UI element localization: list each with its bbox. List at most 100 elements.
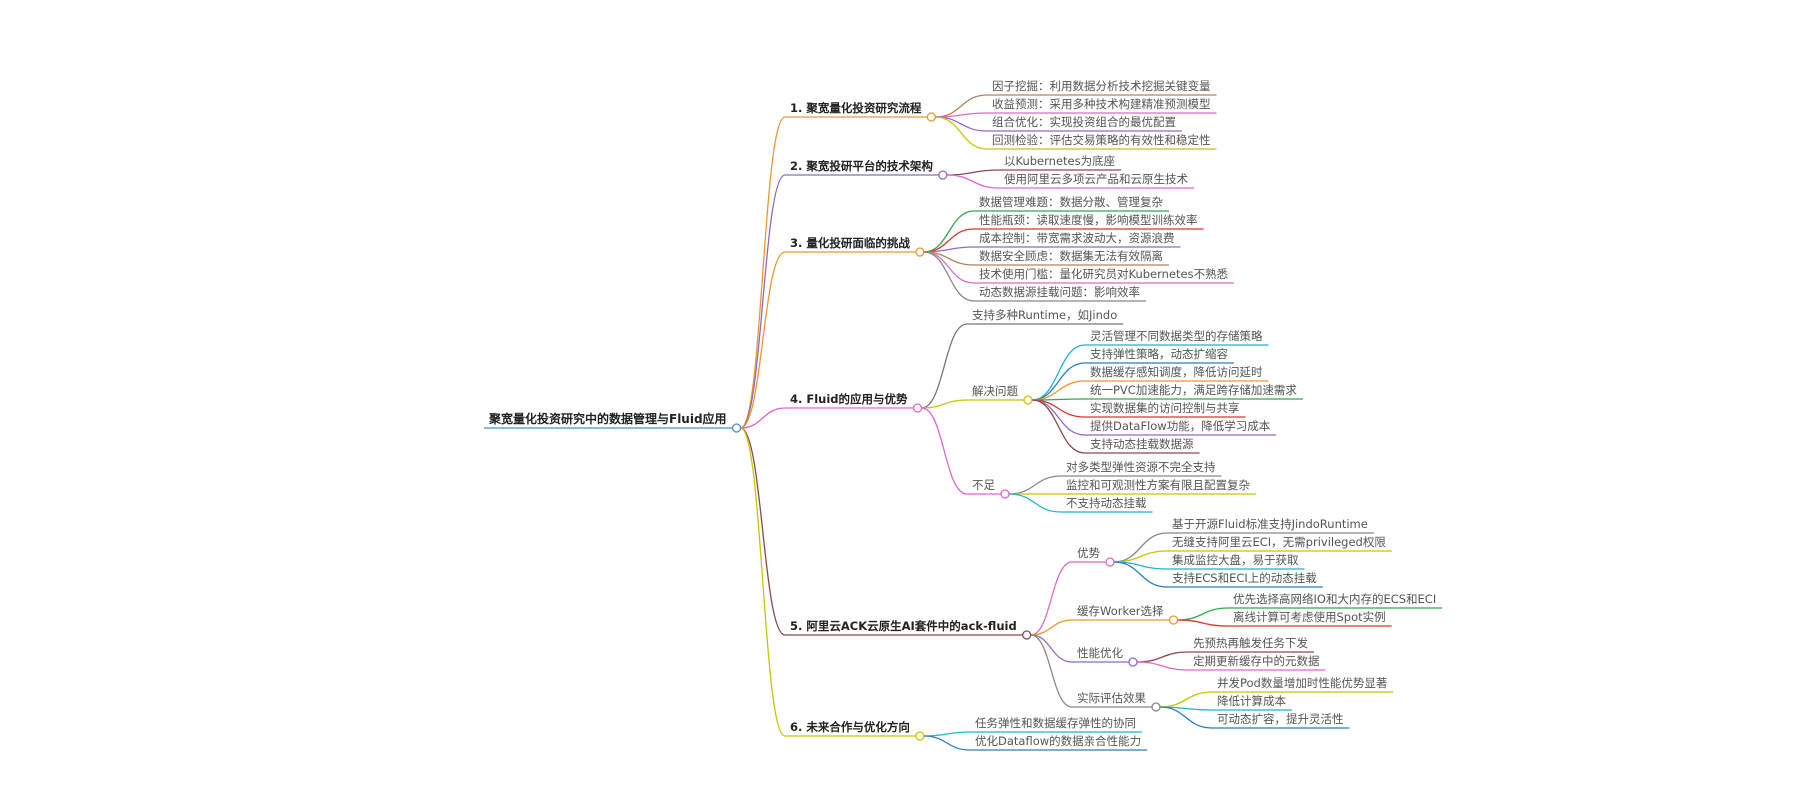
expand-toggle-b3[interactable] [915,247,925,257]
node-label-b5c1b: 无缝支持阿里云ECI，无需privileged权限 [1172,535,1386,549]
node-label-b3c4: 数据安全顾虑：数据集无法有效隔离 [979,249,1163,263]
node-label-b2c1: 以Kubernetes为底座 [1004,154,1115,168]
edge-b4c2g [1031,399,1086,454]
edge-b4c2 [921,399,968,409]
edge-b6c2 [923,735,971,751]
edge-b1 [740,116,786,429]
edge-b5c1 [1030,561,1073,636]
mindmap-edges [484,94,1443,751]
edge-b4 [740,407,786,429]
edge-b5c2 [1030,619,1073,636]
edge-b2c1 [946,169,1000,176]
edge-b4c3c [1008,493,1062,513]
node-label-b4c2g: 支持动态挂载数据源 [1090,437,1194,451]
expand-toggle-b4c3[interactable] [1000,489,1010,499]
node-label-b5c1a: 基于开源Fluid标准支持JindoRuntime [1172,517,1368,531]
node-label-b4: 4. Fluid的应用与优势 [790,392,908,406]
edge-b1c4 [935,116,988,150]
node-label-b4c3b: 监控和可观测性方案有限且配置复杂 [1066,478,1250,492]
node-label-b1c4: 回测检验：评估交易策略的有效性和稳定性 [992,133,1211,147]
edge-b4c2f [1031,399,1086,436]
node-label-b6c1: 任务弹性和数据缓存弹性的协同 [975,716,1136,730]
node-label-b5c4: 实际评估效果 [1077,691,1146,705]
edge-b1c3 [935,116,988,132]
node-label-b5c1: 优势 [1077,546,1100,560]
node-label-b4c2a: 灵活管理不同数据类型的存储策略 [1090,329,1263,343]
node-label-b5c4b: 降低计算成本 [1217,694,1286,708]
edge-b5c3a [1136,651,1189,663]
edge-b3 [740,251,786,429]
node-label-b6: 6. 未来合作与优化方向 [790,720,910,734]
node-label-b4c1: 支持多种Runtime，如Jindo [972,308,1117,322]
node-label-b4c2c: 数据缓存感知调度，降低访问延时 [1090,365,1263,379]
expand-toggle-b5c1[interactable] [1105,557,1115,567]
node-label-b4c2: 解决问题 [972,384,1018,398]
node-label-b5c3a: 先预热再触发任务下发 [1193,636,1308,650]
node-label-b5c2b: 离线计算可考虑使用Spot实例 [1233,610,1386,624]
node-label-b3c2: 性能瓶颈：读取速度慢，影响模型训练效率 [979,213,1198,227]
node-label-b3c5: 技术使用门槛：量化研究员对Kubernetes不熟悉 [979,267,1229,281]
node-label-b6c2: 优化Dataflow的数据亲合性能力 [975,734,1141,748]
edge-b1c2 [935,112,988,118]
edge-b4c3a [1008,475,1062,495]
edge-b3c5 [923,251,975,284]
edge-b4c1 [921,323,968,409]
node-label-b5c4a: 并发Pod数量增加时性能优势显著 [1217,676,1387,690]
edge-b5c4a [1159,691,1213,708]
expand-toggle-b1[interactable] [926,112,937,122]
edge-b5c4c [1159,706,1213,729]
node-label-b5: 5. 阿里云ACK云原生AI套件中的ack-fluid [790,619,1017,633]
node-label-b2c2: 使用阿里云多项云产品和云原生技术 [1004,172,1188,186]
node-label-b2: 2. 聚宽投研平台的技术架构 [790,159,933,173]
edge-b6 [740,427,786,737]
node-label-b4c3: 不足 [972,478,995,492]
edge-b5c2a [1177,607,1229,621]
expand-toggle-b4c2[interactable] [1023,395,1033,405]
edge-b5 [740,427,786,636]
edge-b2c2 [946,174,1000,189]
edge-b6c1 [923,731,971,737]
node-label-b1c2: 收益预测：采用多种技术构建精准预测模型 [992,97,1211,111]
expand-toggle-b5c2[interactable] [1168,615,1179,625]
edge-b4c3 [921,407,968,495]
edge-b5c2b [1177,619,1229,627]
edge-b3c3 [923,246,975,253]
node-label-b5c1d: 支持ECS和ECI上的动态挂载 [1172,571,1317,585]
edge-b5c4 [1030,634,1073,708]
expand-toggle-b2[interactable] [938,170,948,180]
edge-b5c3 [1030,634,1073,663]
expand-toggle-b5[interactable] [1022,630,1032,640]
node-label-b5c1c: 集成监控大盘，易于获取 [1172,553,1299,567]
expand-toggle-root[interactable] [731,423,742,433]
edge-b3c6 [923,251,975,302]
node-label-b4c3c: 不支持动态挂载 [1066,496,1147,510]
node-label-b4c2d: 统一PVC加速能力，满足跨存储加速需求 [1090,383,1297,397]
expand-toggle-b4[interactable] [912,403,923,413]
node-label-b1: 1. 聚宽量化投资研究流程 [790,101,922,115]
expand-toggle-b5c3[interactable] [1128,657,1138,667]
node-label-b4c2e: 实现数据集的访问控制与共享 [1090,401,1240,415]
node-label-b5c2a: 优先选择高网络IO和大内存的ECS和ECI [1233,592,1436,606]
node-label-root: 聚宽量化投资研究中的数据管理与Fluid应用 [488,411,727,426]
edge-b4c2c [1031,380,1086,401]
edge-b2 [740,174,786,429]
node-label-b4c2b: 支持弹性策略，动态扩缩容 [1090,347,1228,361]
node-label-b5c3b: 定期更新缓存中的元数据 [1193,654,1320,668]
edge-b5c1a [1113,532,1168,563]
edge-b5c3b [1136,661,1189,671]
edge-b5c1d [1113,561,1168,588]
node-label-b5c4c: 可动态扩容，提升灵活性 [1217,712,1344,726]
node-label-b4c2f: 提供DataFlow功能，降低学习成本 [1090,419,1271,433]
node-label-b3c1: 数据管理难题：数据分散、管理复杂 [979,195,1163,209]
node-label-b3c6: 动态数据源挂载问题：影响效率 [979,285,1140,299]
node-label-b5c3: 性能优化 [1077,646,1123,660]
mindmap-nodes: 聚宽量化投资研究中的数据管理与Fluid应用 1. 聚宽量化投资研究流程 因子挖掘：… [488,79,1436,748]
expand-toggle-b5c4[interactable] [1151,702,1161,712]
expand-toggle-b6[interactable] [915,731,925,741]
node-label-b1c1: 因子挖掘：利用数据分析技术挖掘关键变量 [992,79,1211,93]
node-label-b4c3a: 对多类型弹性资源不完全支持 [1066,460,1216,474]
node-label-b5c2: 缓存Worker选择 [1077,604,1164,618]
node-label-b1c3: 组合优化：实现投资组合的最优配置 [992,115,1176,129]
edge-b3c1 [923,210,975,253]
